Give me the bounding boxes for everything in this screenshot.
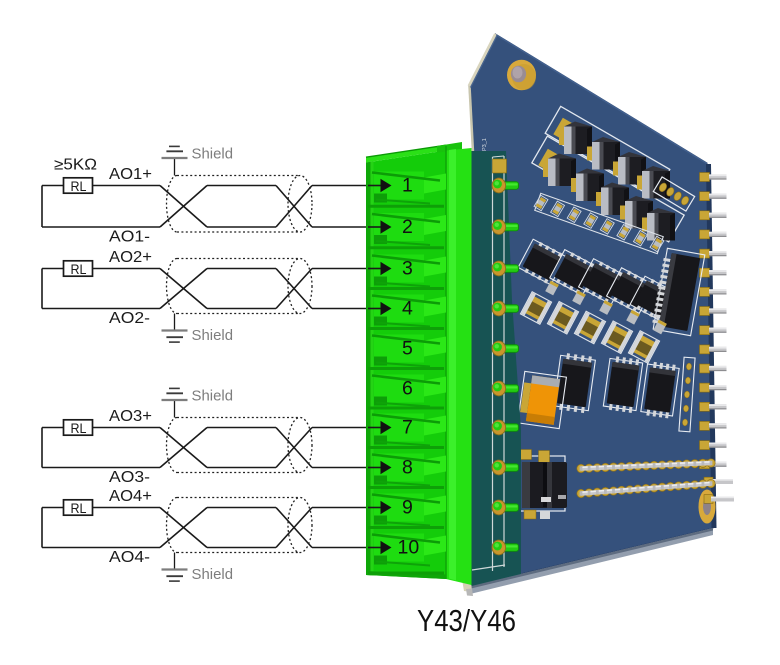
- svg-text:P3_1: P3_1: [482, 138, 488, 151]
- svg-text:AO3+: AO3+: [109, 408, 152, 425]
- svg-text:Y43/Y46: Y43/Y46: [417, 603, 516, 638]
- svg-text:Shield: Shield: [192, 327, 234, 344]
- svg-text:7: 7: [402, 416, 413, 438]
- svg-text:4: 4: [402, 297, 413, 319]
- svg-text:RL: RL: [71, 500, 87, 516]
- svg-text:1: 1: [402, 174, 413, 196]
- svg-text:AO1+: AO1+: [109, 166, 152, 183]
- svg-text:AO2+: AO2+: [109, 249, 152, 266]
- svg-text:AO2-: AO2-: [109, 310, 150, 327]
- svg-text:2: 2: [402, 216, 413, 238]
- svg-text:9: 9: [402, 496, 413, 518]
- svg-text:AO3-: AO3-: [109, 469, 150, 486]
- svg-text:5: 5: [402, 337, 413, 359]
- svg-text:Shield: Shield: [192, 146, 234, 163]
- svg-text:RL: RL: [71, 420, 87, 436]
- svg-text:6: 6: [402, 377, 413, 399]
- svg-text:AO1-: AO1-: [109, 229, 150, 246]
- svg-text:10: 10: [398, 536, 420, 558]
- svg-text:Shield: Shield: [192, 566, 234, 583]
- svg-text:Shield: Shield: [192, 388, 234, 405]
- svg-text:AO4-: AO4-: [109, 549, 150, 566]
- svg-text:3: 3: [402, 257, 413, 279]
- svg-text:8: 8: [402, 456, 413, 478]
- svg-text:AO4+: AO4+: [109, 488, 152, 505]
- svg-text:≥5KΩ: ≥5KΩ: [54, 156, 97, 173]
- svg-text:RL: RL: [71, 178, 87, 194]
- svg-text:RL: RL: [71, 261, 87, 277]
